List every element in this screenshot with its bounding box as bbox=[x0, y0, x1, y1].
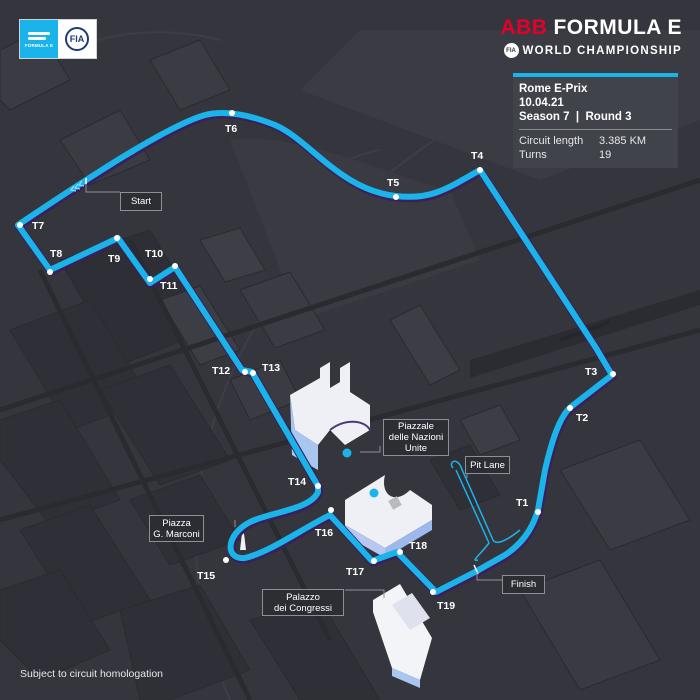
accent-bar bbox=[513, 73, 678, 77]
finish-label: Finish bbox=[510, 579, 537, 590]
turn-label: T5 bbox=[387, 177, 400, 189]
abb-logo: ABB bbox=[500, 16, 548, 39]
piazzale-label-line: Piazzale bbox=[398, 421, 434, 432]
start-label: Start bbox=[130, 196, 152, 207]
turn-label: T13 bbox=[262, 362, 281, 374]
stat-row-turns: Turns 19 bbox=[513, 148, 678, 162]
formula-e-logo: FORMULA E bbox=[20, 20, 58, 58]
stat-value: 19 bbox=[599, 149, 612, 161]
series-name: FORMULA E bbox=[553, 16, 682, 39]
marconi-label-line: Piazza bbox=[162, 517, 191, 529]
turn-label: T11 bbox=[160, 280, 178, 292]
palazzo-callout: Palazzo dei Congressi bbox=[262, 589, 344, 616]
event-date: 10.04.21 bbox=[519, 97, 564, 109]
turn-label: T2 bbox=[576, 412, 589, 424]
turn-label: T16 bbox=[315, 527, 334, 539]
start-chevrons bbox=[69, 178, 87, 192]
marconi-label-line: G. Marconi bbox=[153, 528, 200, 540]
fia-emblem-icon: FIA bbox=[65, 27, 89, 51]
formula-e-swoosh-icon bbox=[28, 36, 46, 40]
turn-label: T12 bbox=[212, 365, 231, 377]
pit-lane-label: Pit Lane bbox=[470, 459, 505, 471]
fia-mini-icon: FIA bbox=[503, 43, 519, 58]
marconi-callout: Piazza G. Marconi bbox=[149, 515, 204, 542]
turn-label: T7 bbox=[32, 220, 45, 232]
turn-label: T14 bbox=[288, 476, 307, 488]
season-round: Season 7 | Round 3 bbox=[519, 111, 632, 123]
turn-markers bbox=[17, 110, 616, 595]
turn-label: T10 bbox=[145, 248, 164, 260]
stat-label: Turns bbox=[519, 149, 547, 161]
palazzo-label-line: Palazzo bbox=[286, 591, 320, 603]
turn-label: T6 bbox=[225, 123, 238, 135]
partner-logos: FORMULA E FIA bbox=[19, 19, 97, 59]
stat-row-circuit-length: Circuit length 3.385 KM bbox=[513, 134, 678, 148]
palazzo-label-line: dei Congressi bbox=[273, 602, 333, 614]
building-palazzo-centre bbox=[345, 475, 432, 558]
piazzale-label-line: delle Nazioni bbox=[388, 432, 444, 443]
formula-e-swoosh-icon bbox=[28, 31, 50, 35]
turn-label: T18 bbox=[409, 540, 428, 552]
stat-value: 3.385 KM bbox=[599, 135, 647, 147]
turn-label: T1 bbox=[516, 497, 529, 509]
start-callout: Start bbox=[120, 192, 162, 211]
pit-lane-callout: Pit Lane bbox=[465, 456, 510, 474]
divider bbox=[519, 129, 672, 130]
turn-label: T15 bbox=[197, 570, 216, 582]
turn-label: T19 bbox=[437, 600, 456, 612]
building-palazzo-congressi bbox=[373, 584, 432, 688]
finish-callout: Finish bbox=[502, 575, 545, 594]
turn-label: T4 bbox=[471, 150, 484, 162]
turn-label: T17 bbox=[346, 566, 365, 578]
turn-label: T9 bbox=[108, 253, 121, 265]
turn-label: T3 bbox=[585, 366, 598, 378]
fia-logo: FIA bbox=[58, 20, 96, 58]
turn-label: T8 bbox=[50, 248, 63, 260]
piazzale-label-line: Unite bbox=[404, 443, 428, 454]
event-name: Rome E-Prix bbox=[519, 83, 588, 95]
pit-lane-path bbox=[450, 460, 521, 562]
piazzale-callout: Piazzale delle Nazioni Unite bbox=[383, 419, 449, 456]
formula-e-logo-text: FORMULA E bbox=[24, 42, 54, 48]
championship-name: WORLD CHAMPIONSHIP bbox=[522, 44, 682, 57]
stat-label: Circuit length bbox=[519, 135, 584, 147]
homologation-note: Subject to circuit homologation bbox=[20, 668, 163, 680]
obelisk bbox=[240, 525, 246, 550]
race-info-panel: Rome E-Prix 10.04.21 Season 7 | Round 3 … bbox=[513, 73, 678, 168]
